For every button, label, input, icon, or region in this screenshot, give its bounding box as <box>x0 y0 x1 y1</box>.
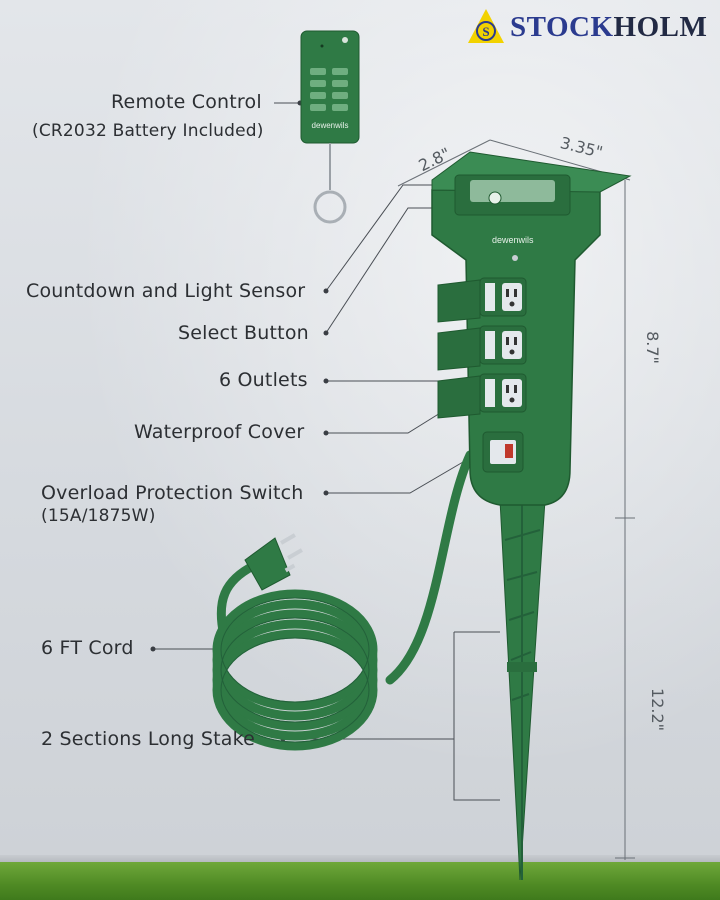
cord-plug <box>244 533 303 591</box>
brand-name-part1: STOCK <box>510 10 614 43</box>
brand-logo-letter: S <box>482 24 489 39</box>
outlet-row-1 <box>437 277 527 323</box>
brand-logo-icon: S <box>468 9 504 43</box>
ground-ledge <box>0 855 720 863</box>
label-outlets: 6 Outlets <box>219 369 308 391</box>
outlet-row-2 <box>437 325 527 371</box>
grass <box>0 862 720 900</box>
dimension-stake-length: 12.2" <box>647 688 667 731</box>
brand-name: STOCKHOLM <box>510 11 707 44</box>
dimension-height: 8.7" <box>642 331 662 364</box>
label-remote-control: Remote Control <box>111 91 262 113</box>
label-cord-length: 6 FT Cord <box>41 637 134 659</box>
remote-control: dewenwils <box>300 30 360 224</box>
leader-lines <box>153 102 500 801</box>
brand-header: S STOCKHOLM <box>466 6 707 48</box>
label-countdown-sensor: Countdown and Light Sensor <box>26 280 306 302</box>
label-waterproof-cover: Waterproof Cover <box>134 421 305 443</box>
remote-brand-mark: dewenwils <box>312 121 349 130</box>
power-stake-body: dewenwils <box>431 151 632 506</box>
outlet-row-3 <box>437 373 527 419</box>
power-cord <box>212 450 475 751</box>
label-overload-rating: (15A/1875W) <box>41 506 156 526</box>
label-long-stake: 2 Sections Long Stake <box>41 728 256 750</box>
overload-switch <box>482 431 524 473</box>
label-remote-battery: (CR2032 Battery Included) <box>32 121 264 141</box>
brand-name-part2: HOLM <box>613 10 708 43</box>
label-overload-switch: Overload Protection Switch <box>41 482 304 504</box>
label-select-button: Select Button <box>178 322 309 344</box>
body-brand-mark: dewenwils <box>492 235 534 245</box>
ground-stake <box>499 499 546 881</box>
